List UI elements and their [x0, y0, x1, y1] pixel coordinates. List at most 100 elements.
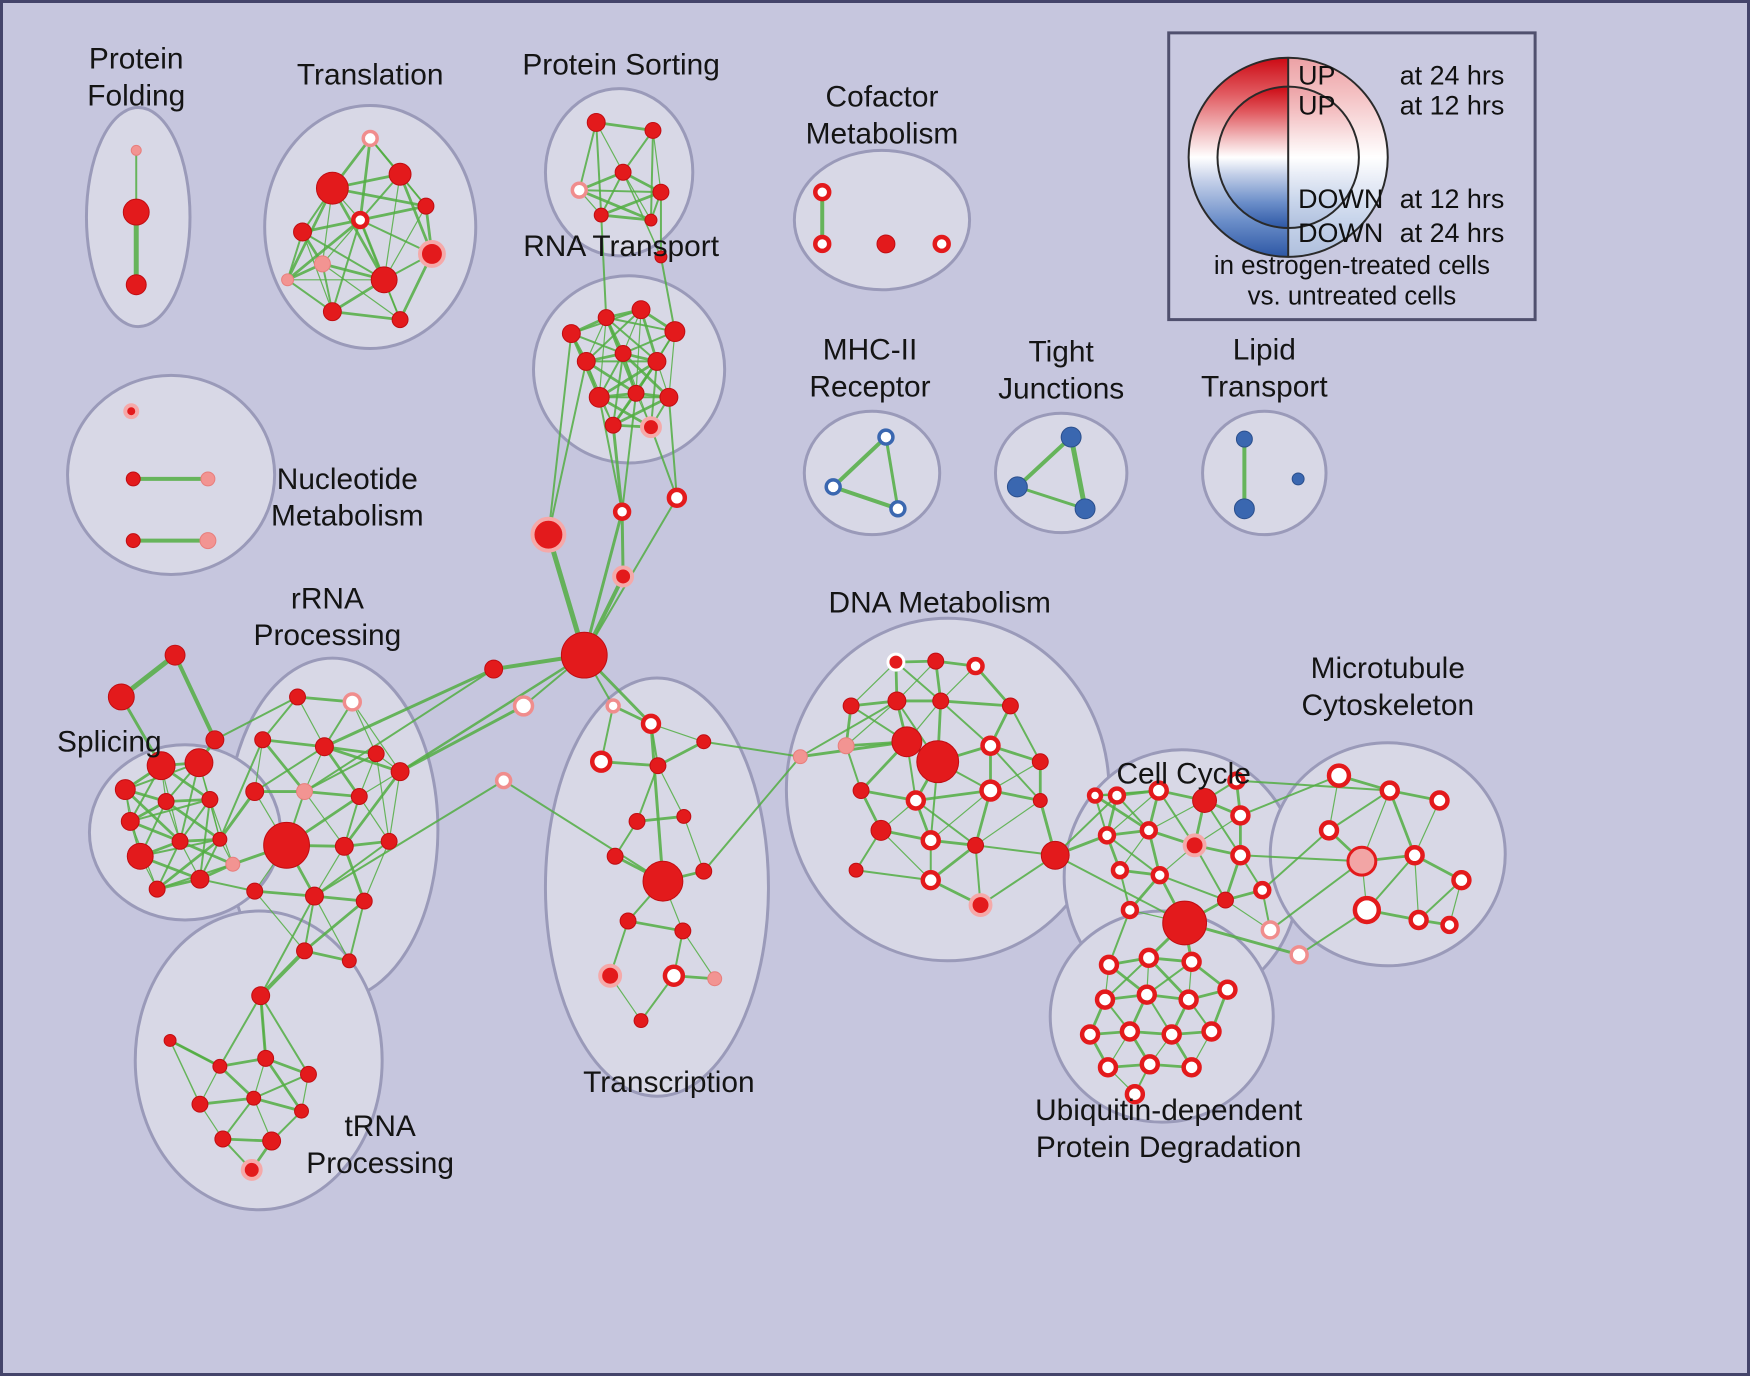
- edge: [213, 695, 299, 741]
- gene-node: [644, 121, 662, 139]
- gene-node: [212, 1058, 228, 1074]
- cluster-label-nucleotide-metabolism: Nucleotide: [277, 463, 418, 496]
- edge: [398, 172, 434, 256]
- cluster-label-cell-cycle: Cell Cycle: [1116, 758, 1250, 791]
- edge: [668, 330, 676, 398]
- edge: [322, 667, 496, 749]
- edge: [831, 435, 888, 489]
- gene-node: [889, 500, 907, 518]
- gene-node: [1097, 1057, 1119, 1078]
- gene-node: [560, 631, 608, 679]
- gene-node: [1161, 1024, 1182, 1045]
- edge: [1269, 860, 1363, 931]
- gene-node: [418, 239, 446, 268]
- edge: [303, 899, 366, 953]
- gene-node: [612, 565, 635, 588]
- gene-node: [120, 811, 140, 831]
- cluster-label-lipid-transport: Transport: [1201, 370, 1328, 403]
- gene-node: [122, 198, 150, 226]
- gene-node: [927, 652, 945, 670]
- edge: [652, 129, 662, 193]
- gene-node: [184, 748, 214, 778]
- gene-node: [361, 129, 379, 148]
- gene-node: [125, 274, 147, 296]
- gene-node: [905, 790, 927, 811]
- edge: [179, 798, 211, 843]
- edge: [156, 840, 182, 891]
- edge: [313, 840, 391, 898]
- gene-node: [214, 1130, 232, 1148]
- gene-node: [1440, 915, 1459, 935]
- gene-node: [530, 516, 567, 553]
- cluster-label-nucleotide-metabolism: Metabolism: [271, 500, 424, 533]
- edge: [323, 745, 402, 774]
- gene-node: [1119, 1021, 1141, 1042]
- gene-node: [852, 782, 870, 800]
- gene-node: [157, 793, 175, 810]
- gene-node: [199, 532, 217, 550]
- cluster-label-splicing: Splicing: [57, 726, 162, 759]
- legend-up-24-time: at 24 hrs: [1400, 61, 1505, 91]
- gene-node: [1253, 880, 1272, 900]
- cluster-label-rna-transport: RNA Transport: [523, 230, 720, 263]
- edge: [218, 994, 262, 1068]
- gene-node: [351, 210, 370, 230]
- edge: [611, 423, 624, 514]
- gene-node: [695, 862, 713, 880]
- edge: [547, 360, 588, 536]
- gene-node: [1120, 900, 1140, 920]
- gene-node: [1001, 697, 1019, 715]
- edge: [914, 799, 977, 847]
- gene-node: [355, 892, 373, 910]
- edge: [594, 121, 655, 132]
- gene-node: [968, 893, 993, 917]
- gene-node: [659, 387, 679, 407]
- gene-node: [1148, 780, 1169, 801]
- edge: [261, 738, 306, 793]
- edge: [351, 701, 401, 773]
- gene-node: [649, 757, 667, 775]
- gene-node: [920, 830, 941, 851]
- edge: [330, 310, 402, 322]
- edge: [1239, 854, 1363, 863]
- gene-node: [887, 691, 907, 711]
- gene-node: [1192, 788, 1218, 813]
- edge: [301, 231, 386, 281]
- cluster-label-rrna-processing: rRNA: [291, 582, 364, 615]
- edge: [259, 994, 268, 1060]
- gene-node: [1181, 1057, 1202, 1078]
- gene-node: [225, 856, 241, 872]
- gene-node: [1408, 909, 1429, 931]
- edge: [939, 699, 992, 747]
- cluster-label-rrna-processing: Processing: [254, 619, 402, 652]
- edge: [930, 789, 992, 841]
- gene-node: [631, 300, 651, 320]
- edge: [342, 770, 402, 848]
- gene-node: [593, 207, 609, 223]
- edge: [155, 837, 222, 891]
- edge: [656, 740, 706, 768]
- edge: [218, 1064, 256, 1100]
- gene-node: [390, 762, 410, 782]
- cluster-lipid-transport: [1201, 409, 1328, 537]
- edge: [605, 316, 658, 363]
- legend-up-24-label: UP: [1298, 61, 1335, 91]
- gene-node: [576, 351, 596, 371]
- gene-node: [125, 471, 141, 487]
- edge: [303, 668, 495, 793]
- edge: [358, 795, 390, 842]
- cluster-label-protein-folding: Protein: [89, 43, 184, 76]
- edge: [649, 722, 665, 883]
- gene-node: [1060, 426, 1082, 448]
- gene-node: [877, 428, 895, 446]
- edge: [611, 395, 671, 427]
- gene-node: [245, 782, 265, 802]
- gene-node: [314, 737, 334, 757]
- gene-node: [1040, 840, 1070, 870]
- edge: [612, 352, 625, 427]
- edge: [129, 798, 211, 823]
- gene-node: [315, 171, 349, 205]
- gene-node: [597, 309, 615, 327]
